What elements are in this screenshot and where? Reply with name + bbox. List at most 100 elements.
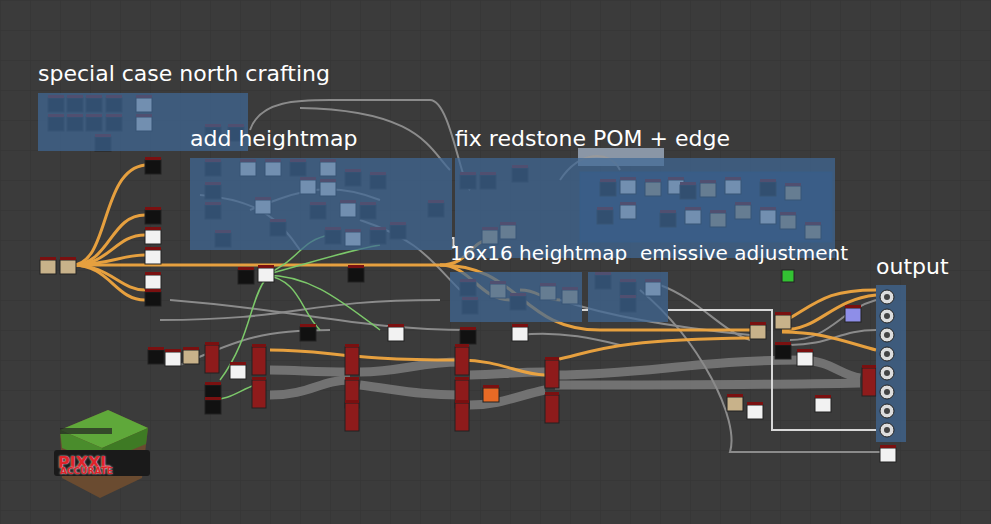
graph-tile xyxy=(145,275,161,289)
graph-tile xyxy=(165,349,181,352)
graph-tile xyxy=(345,344,359,347)
graph-tile xyxy=(512,327,528,341)
graph-tile xyxy=(145,157,161,160)
graph-tile xyxy=(845,308,861,322)
wire xyxy=(668,310,876,430)
output-port xyxy=(879,422,895,438)
graph-tile xyxy=(880,445,896,448)
graph-tile xyxy=(148,347,164,350)
graph-tile xyxy=(145,160,161,174)
graph-frame: emissive adjustment xyxy=(588,272,668,322)
graph-tile xyxy=(183,347,199,350)
graph-tile xyxy=(750,325,766,339)
frame-title: add heightmap xyxy=(190,127,357,151)
graph-tile xyxy=(460,330,476,344)
graph-tile xyxy=(797,352,813,366)
graph-tile xyxy=(145,292,161,306)
graph-tile xyxy=(258,265,274,268)
logo-text: ACCURATE xyxy=(60,466,113,476)
graph-tile xyxy=(845,305,861,308)
graph-tile xyxy=(483,385,499,388)
graph-tile xyxy=(258,268,274,282)
graph-tile xyxy=(782,270,794,282)
graph-tile xyxy=(145,207,161,210)
graph-tile xyxy=(880,448,896,462)
graph-tile xyxy=(815,398,831,412)
graph-tile xyxy=(40,257,56,260)
graph-tile xyxy=(205,342,219,345)
graph-tile xyxy=(775,342,791,345)
graph-tile xyxy=(775,345,791,359)
graph-tile xyxy=(230,365,246,379)
graph-tile xyxy=(345,400,359,403)
graph-tile xyxy=(455,403,469,431)
output-port xyxy=(879,289,895,305)
graph-tile xyxy=(348,265,364,268)
graph-tile xyxy=(60,257,76,260)
graph-tile xyxy=(300,327,316,341)
graph-tile xyxy=(145,230,161,244)
graph-tile xyxy=(512,324,528,327)
graph-tile xyxy=(388,324,404,327)
graph-tile xyxy=(545,395,559,423)
graph-tile xyxy=(388,327,404,341)
frame-title: special case north crafting xyxy=(38,62,330,86)
graph-tile xyxy=(460,327,476,330)
graph-tile xyxy=(455,347,469,375)
graph-tile xyxy=(40,260,56,274)
graph-tile xyxy=(455,377,469,380)
graph-frame: output xyxy=(876,285,906,442)
output-port xyxy=(879,365,895,381)
graph-tile xyxy=(238,267,254,270)
output-port xyxy=(879,308,895,324)
frame-title: 16x16 heightmap xyxy=(450,242,627,264)
graph-tile xyxy=(862,365,876,368)
graph-tile xyxy=(775,312,791,315)
graph-tile xyxy=(165,352,181,366)
graph-tile xyxy=(747,402,763,405)
frame-title: fix redstone POM + edge xyxy=(455,127,730,151)
graph-tile xyxy=(300,324,316,327)
frame-title: emissive adjustment xyxy=(640,242,848,264)
graph-tile xyxy=(775,315,791,329)
graph-tile xyxy=(862,368,876,396)
graph-tile xyxy=(252,380,266,408)
graph-tile xyxy=(183,350,199,364)
graph-tile xyxy=(205,385,221,399)
graph-tile xyxy=(797,349,813,352)
graph-tile xyxy=(348,268,364,282)
graph-tile xyxy=(205,345,219,373)
graph-tile xyxy=(60,260,76,274)
graph-tile xyxy=(345,403,359,431)
graph-tile xyxy=(205,382,221,385)
output-port xyxy=(879,327,895,343)
graph-tile xyxy=(252,377,266,380)
graph-tile xyxy=(455,344,469,347)
graph-tile xyxy=(815,395,831,398)
graph-tile xyxy=(145,210,161,224)
graph-tile xyxy=(252,344,266,347)
output-port xyxy=(879,403,895,419)
output-port xyxy=(879,384,895,400)
graph-tile xyxy=(345,347,359,375)
graph-tile xyxy=(148,350,164,364)
graph-frame: add heightmap xyxy=(190,158,452,250)
graph-tile xyxy=(145,272,161,275)
graph-tile xyxy=(252,347,266,375)
graph-tile xyxy=(545,360,559,388)
graph-tile xyxy=(750,322,766,325)
graph-tile xyxy=(727,394,743,397)
frame-title: output xyxy=(876,255,949,279)
graph-tile xyxy=(345,377,359,380)
graph-tile xyxy=(238,270,254,284)
graph-tile xyxy=(145,227,161,230)
graph-tile xyxy=(455,400,469,403)
graph-tile xyxy=(145,289,161,292)
graph-tile xyxy=(205,397,221,400)
graph-tile xyxy=(747,405,763,419)
graph-tile xyxy=(727,397,743,411)
graph-tile xyxy=(545,392,559,395)
graph-tile xyxy=(483,388,499,402)
graph-tile xyxy=(145,250,161,264)
graph-tile xyxy=(145,247,161,250)
